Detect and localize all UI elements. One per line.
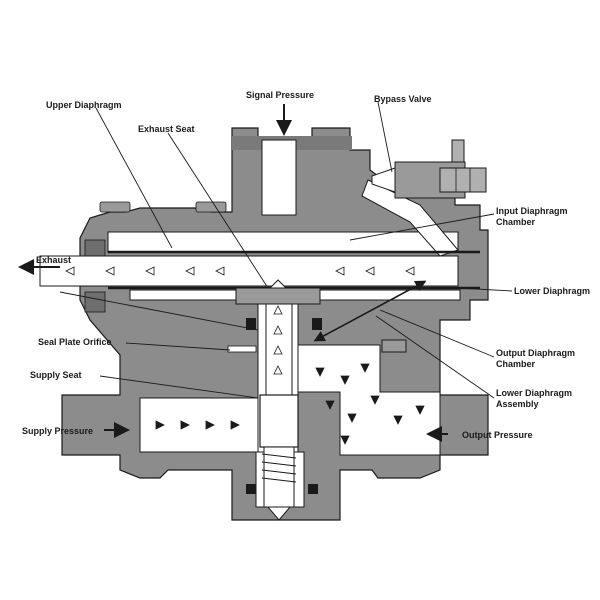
label-upper-diaphragm: Upper Diaphragm [46,100,122,110]
flow-mark [273,345,283,355]
flow-mark [347,413,357,423]
label-seal-plate-orifice: Seal Plate Orifice [38,337,112,347]
label-lower-assembly-2: Assembly [496,399,539,409]
flow-mark [185,266,195,276]
label-output-pressure: Output Pressure [462,430,533,440]
flow-mark [180,420,190,430]
leader-lines [59,101,513,399]
flow-mark [393,415,403,425]
flow-mark [325,400,335,410]
flow-mark [155,420,165,430]
flow-mark [370,395,380,405]
seals [246,318,322,494]
label-exhaust: Exhaust [36,255,72,265]
flow-mark [105,266,115,276]
bypass-valve-assembly [371,139,487,199]
internal-arrow-down [313,281,425,342]
flow-mark [315,367,325,377]
label-bypass-valve: Bypass Valve [374,94,432,104]
flow-mark [335,266,345,276]
flow-mark [65,266,75,276]
label-supply-pressure: Supply Pressure [22,426,94,436]
flow-mark [230,420,240,430]
flow-mark [273,325,283,335]
flow-mark [205,420,215,430]
label-output-chamber-1: Output Diaphragm [496,348,575,358]
flow-mark [215,266,225,276]
label-signal-pressure: Signal Pressure [246,90,315,100]
flow-mark [145,266,155,276]
label-input-chamber-2: Chamber [496,217,536,227]
flow-mark [273,305,283,315]
flow-mark [405,266,415,276]
arrows [18,104,448,442]
flow-mark [360,363,370,373]
flow-mark [273,365,283,375]
flow-mark [340,375,350,385]
label-input-chamber-1: Input Diaphragm [496,206,568,216]
label-lower-diaphragm: Lower Diaphragm [514,286,591,296]
label-lower-assembly-1: Lower Diaphragm [496,388,573,398]
flow-marks [65,266,425,445]
label-output-chamber-2: Chamber [496,359,536,369]
flow-mark [365,266,375,276]
flow-mark [415,405,425,415]
label-supply-seat: Supply Seat [30,370,82,380]
flow-mark [340,435,350,445]
label-exhaust-seat: Exhaust Seat [138,124,195,134]
